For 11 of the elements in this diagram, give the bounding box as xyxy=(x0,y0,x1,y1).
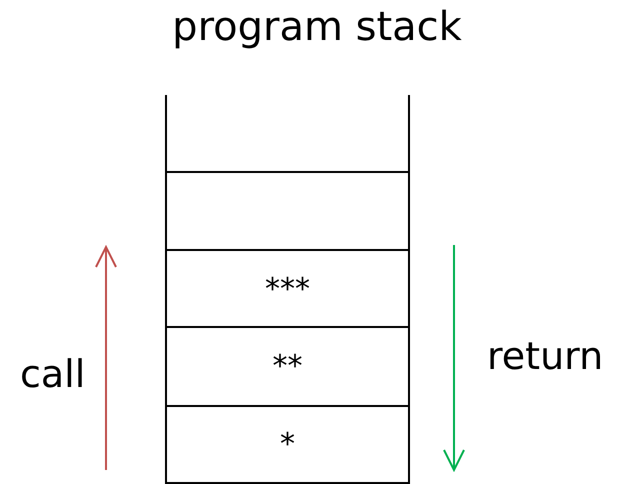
stack-frame xyxy=(165,326,410,407)
frame-label: * xyxy=(280,427,295,462)
open-stack-slot xyxy=(165,95,410,173)
frame-label: *** xyxy=(265,272,310,306)
direction-label: return xyxy=(487,334,604,378)
frame-label: ** xyxy=(272,349,302,384)
empty-stack-frame xyxy=(165,171,410,251)
direction-label: call xyxy=(20,352,86,396)
stack-frame xyxy=(165,249,410,329)
title: program stack xyxy=(171,4,463,50)
stack-frame xyxy=(165,405,410,484)
